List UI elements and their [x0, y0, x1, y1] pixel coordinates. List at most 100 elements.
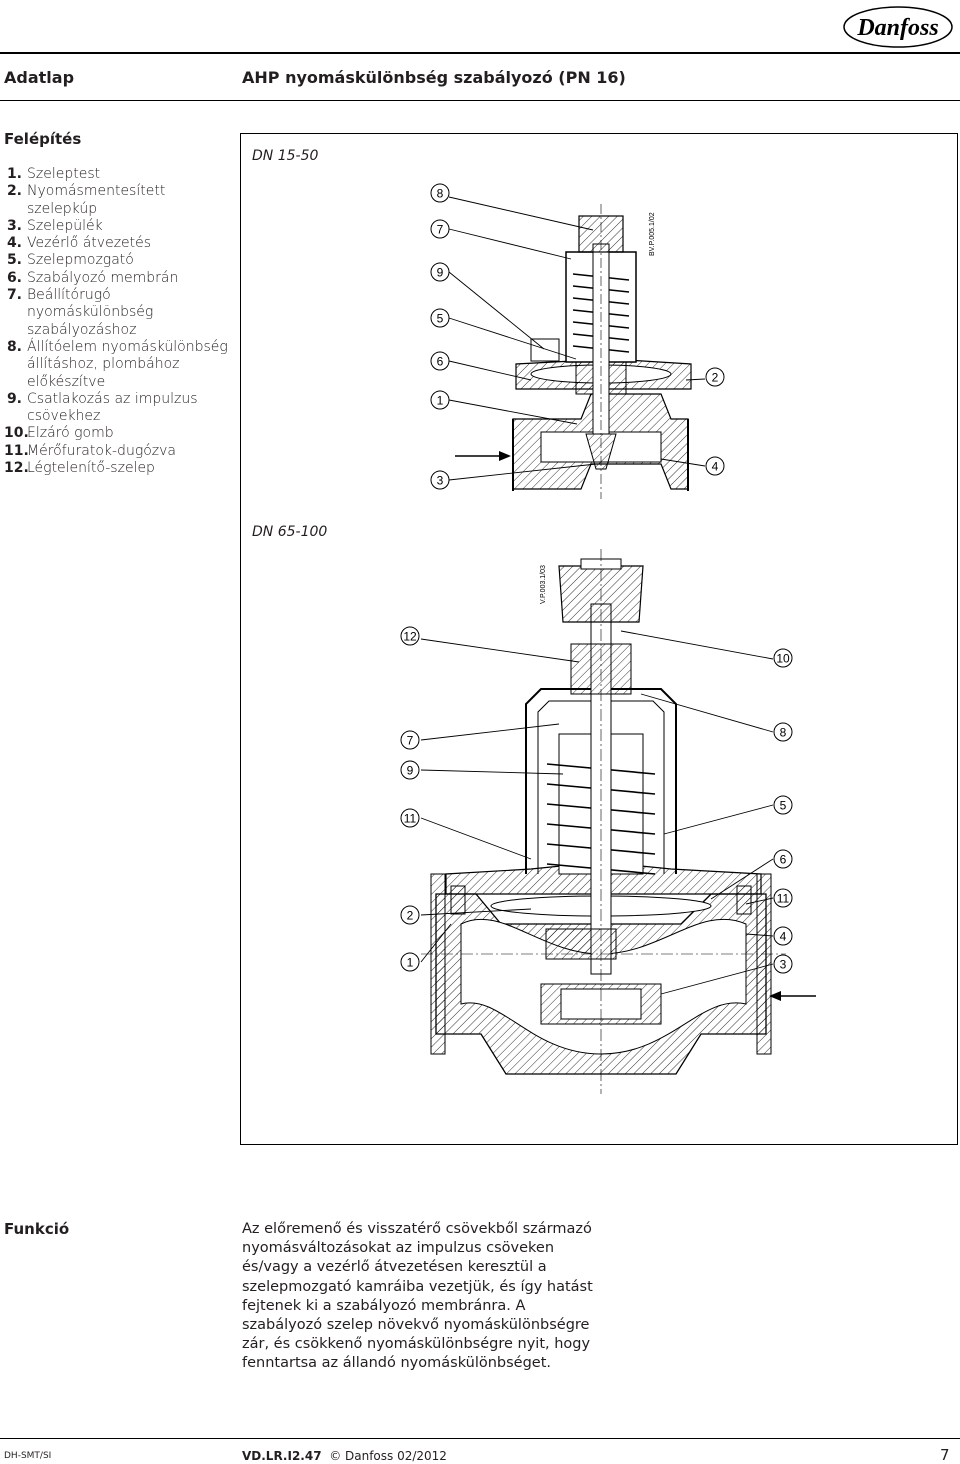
svg-text:2: 2: [712, 371, 719, 385]
parts-list-item: 9. Csatlakozás az impulzus csövekhez: [4, 391, 234, 426]
callout-5: 5: [773, 795, 793, 815]
part-name: Csatlakozás az impulzus csövekhez: [27, 390, 198, 425]
callout-3: 3: [430, 470, 450, 490]
callout-8: 8: [430, 183, 450, 203]
danfoss-logo: Danfoss: [843, 6, 953, 48]
parts-list-item: 2. Nyomásmentesített szelepkúp: [4, 183, 234, 218]
part-number: 5.: [6, 252, 22, 269]
callout-9: 9: [400, 760, 420, 780]
svg-text:4: 4: [780, 930, 787, 944]
part-name: Nyomásmentesített szelepkúp: [27, 183, 166, 217]
part-number: 3.: [6, 217, 22, 234]
callout-11: 11: [400, 808, 420, 828]
svg-text:5: 5: [780, 799, 787, 813]
parts-list-item: 12.Légtelenítő-szelep: [4, 460, 234, 477]
part-number: 2.: [6, 183, 22, 200]
callout-10: 10: [773, 648, 793, 668]
figure-label-dn65-100: DN 65-100: [252, 524, 328, 540]
callout-4: 4: [705, 456, 725, 476]
callout-3: 3: [773, 954, 793, 974]
svg-text:12: 12: [403, 630, 417, 644]
parts-list-item: 11.Mérőfuratok-dugózva: [4, 443, 234, 460]
svg-text:8: 8: [780, 726, 787, 740]
part-name: Légtelenítő-szelep: [27, 460, 155, 477]
footer-copyright: © Danfoss 02/2012: [329, 1449, 447, 1463]
svg-text:8: 8: [437, 187, 444, 201]
callout-9: 9: [430, 262, 450, 282]
callout-6: 6: [430, 351, 450, 371]
parts-list-item: 6. Szabályozó membrán: [4, 270, 234, 287]
parts-list-item: 5. Szelepmozgató: [4, 252, 234, 269]
parts-list: 1. Szeleptest 2. Nyomásmentesített szelepkú…: [4, 166, 234, 477]
svg-text:11: 11: [777, 892, 790, 906]
footer-ref-code: VD.LR.I2.47: [242, 1449, 322, 1463]
part-name: Szabályozó membrán: [27, 269, 179, 286]
page-header: Adatlap AHP nyomáskülönbség szabályozó (…: [0, 52, 960, 101]
function-title: Funkció: [4, 1220, 70, 1238]
sectional-drawing-figure: DN 15-50 DN 65-100: [240, 133, 958, 1145]
part-name: Beállítórugó nyomáskülönbség szabályozás…: [27, 287, 154, 338]
parts-list-item: 4. Vezérlő átvezetés: [4, 235, 234, 252]
doc-type: Adatlap: [4, 68, 75, 87]
part-name: Szelepmozgató: [27, 252, 134, 269]
part-name: Elzáró gomb: [27, 425, 114, 442]
logo-text: Danfoss: [856, 15, 938, 41]
footer-reference: VD.LR.I2.47 © Danfoss 02/2012: [242, 1449, 447, 1463]
part-name: Szelepülék: [27, 217, 103, 234]
parts-list-item: 3. Szelepülék: [4, 218, 234, 235]
drawing-code-bottom: V.P.003.1/03: [540, 565, 547, 604]
svg-text:1: 1: [407, 956, 414, 970]
callout-5: 5: [430, 308, 450, 328]
part-number: 6.: [6, 269, 22, 286]
page-footer: DH-SMT/SI VD.LR.I2.47 © Danfoss 02/2012 …: [0, 1438, 960, 1464]
callout-7: 7: [430, 219, 450, 239]
callout-6: 6: [773, 849, 793, 869]
svg-text:4: 4: [712, 460, 719, 474]
parts-list-item: 10.Elzáró gomb: [4, 425, 234, 442]
svg-text:9: 9: [407, 764, 414, 778]
part-number: 11.: [4, 442, 29, 459]
svg-text:1: 1: [437, 394, 444, 408]
svg-text:10: 10: [776, 652, 790, 666]
part-name: Mérőfuratok-dugózva: [27, 442, 176, 459]
svg-text:7: 7: [437, 223, 444, 237]
footer-doc-code: DH-SMT/SI: [4, 1451, 52, 1461]
part-number: 9.: [6, 390, 22, 407]
page-number: 7: [940, 1446, 950, 1464]
figure-label-dn15-50: DN 15-50: [252, 148, 319, 164]
doc-title: AHP nyomáskülönbség szabályozó (PN 16): [242, 68, 626, 87]
part-name: Szeleptest: [27, 166, 101, 182]
parts-list-item: 7. Beállítórugó nyomáskülönbség szabályoz…: [4, 287, 234, 339]
part-name: Állítóelem nyomáskülönbség állításhoz, p…: [27, 338, 228, 390]
svg-text:6: 6: [437, 355, 444, 369]
parts-list-item: 1. Szeleptest: [4, 166, 234, 183]
callout-2: 2: [400, 905, 420, 925]
svg-text:9: 9: [437, 266, 444, 280]
svg-text:11: 11: [404, 812, 417, 826]
part-number: 7.: [6, 287, 22, 304]
callout-12: 12: [400, 626, 420, 646]
function-description: Az előremenő és visszatérő csövekből szá…: [242, 1221, 593, 1372]
callout-7: 7: [400, 730, 420, 750]
callout-1: 1: [400, 952, 420, 972]
callout-11: 11: [773, 888, 793, 908]
svg-text:7: 7: [407, 734, 414, 748]
svg-text:6: 6: [780, 853, 787, 867]
part-number: 4.: [6, 235, 22, 252]
part-number: 12.: [4, 460, 29, 477]
svg-text:2: 2: [407, 909, 414, 923]
svg-text:5: 5: [437, 312, 444, 326]
large-valve-drawing: V.P.003.1/03: [420, 549, 816, 1094]
svg-text:3: 3: [437, 474, 444, 488]
part-number: 1.: [6, 166, 22, 182]
svg-text:3: 3: [780, 958, 787, 972]
small-valve-drawing: BV.P.005.1/02: [448, 196, 706, 499]
callout-1: 1: [430, 390, 450, 410]
parts-list-item: 8.Állítóelem nyomáskülönbség állításhoz,…: [4, 339, 234, 391]
part-number: 10.: [4, 425, 29, 442]
drawing-code-top: BV.P.005.1/02: [649, 212, 656, 256]
construction-title: Felépítés: [4, 130, 82, 148]
callout-8: 8: [773, 722, 793, 742]
callout-4: 4: [773, 926, 793, 946]
part-name: Vezérlő átvezetés: [27, 235, 152, 252]
